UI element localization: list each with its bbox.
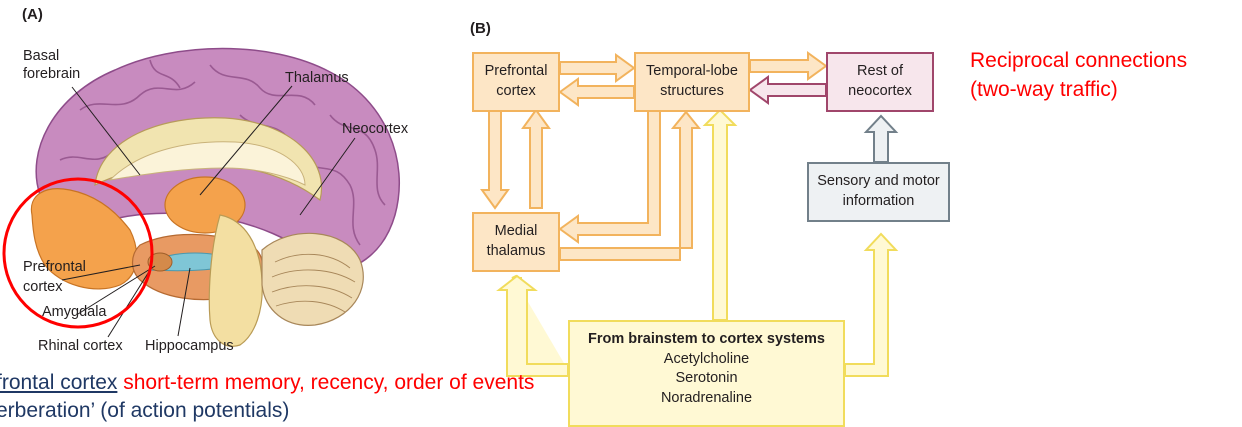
arrow-temporal-to-medial bbox=[558, 109, 661, 244]
box-sensory-line2: information bbox=[842, 193, 915, 209]
cerebellum-folia bbox=[271, 253, 356, 313]
arrow-prefrontal-to-temporal bbox=[559, 53, 636, 83]
yellow-arrows bbox=[496, 108, 899, 377]
gyri-lines bbox=[59, 59, 386, 246]
box-prefrontal-line1: Prefrontal bbox=[484, 63, 548, 80]
footer-line1: frontal cortex short-term memory, recenc… bbox=[0, 370, 534, 395]
footer-link-frontal-cortex[interactable]: frontal cortex bbox=[0, 371, 118, 394]
brain-illustration bbox=[2, 47, 400, 347]
annotation-line2: (two-way traffic) bbox=[970, 78, 1118, 101]
corpus-callosum bbox=[108, 141, 306, 186]
box-medial-thalamus: Medial thalamus bbox=[472, 212, 560, 272]
label-hippocampus: Hippocampus bbox=[145, 338, 234, 354]
arrow-temporal-to-rest bbox=[749, 51, 828, 81]
label-thalamus: Thalamus bbox=[285, 70, 349, 86]
arrow-temporal-to-prefrontal bbox=[558, 77, 635, 107]
arrow-medial-to-prefrontal bbox=[521, 108, 551, 209]
box-rest-line2: neocortex bbox=[848, 83, 912, 99]
box-temporal-lobe: Temporal-lobe structures bbox=[634, 52, 750, 112]
label-rhinal-cortex: Rhinal cortex bbox=[38, 338, 123, 354]
box-brainstem-title: From brainstem to cortex systems bbox=[588, 331, 825, 347]
brainstem-shape bbox=[208, 214, 263, 347]
label-prefrontal-2: cortex bbox=[23, 279, 63, 295]
orange-arrows bbox=[480, 53, 702, 261]
annotation-line1: Reciprocal connections bbox=[970, 49, 1188, 72]
label-basal-forebrain-2: forebrain bbox=[23, 66, 81, 82]
leader-lines bbox=[61, 85, 356, 338]
box-brainstem-item-2: Serotonin bbox=[675, 370, 738, 387]
panel-b-tag: (B) bbox=[470, 20, 491, 37]
panel-a-tag: (A) bbox=[22, 6, 43, 23]
box-rest-of-neocortex: Rest of neocortex bbox=[826, 52, 934, 112]
box-sensory-line1: Sensory and motor bbox=[817, 173, 940, 190]
box-temporal-line1: Temporal-lobe bbox=[646, 63, 738, 80]
box-temporal-line2: structures bbox=[660, 83, 724, 99]
box-sensory-motor: Sensory and motor information bbox=[807, 162, 950, 222]
label-neocortex: Neocortex bbox=[342, 121, 409, 137]
footer-line2: erberation’ (of action potentials) bbox=[0, 399, 290, 422]
label-basal-forebrain-1: Basal bbox=[23, 48, 60, 64]
box-medial-line1: Medial bbox=[494, 223, 538, 240]
mauve-arrows bbox=[748, 51, 828, 105]
grey-arrows bbox=[863, 114, 899, 163]
arrow-prefrontal-to-medial bbox=[480, 109, 510, 210]
box-brainstem-item-3: Noradrenaline bbox=[660, 389, 753, 406]
cerebellum-shape bbox=[261, 232, 364, 326]
footer-red-text: short-term memory, recency, order of eve… bbox=[117, 371, 535, 394]
arrow-brainstem-to-temporal bbox=[702, 108, 738, 321]
box-brainstem-item-1: Acetylcholine bbox=[663, 350, 750, 367]
arrow-medial-to-temporal bbox=[559, 110, 702, 261]
label-amygdala: Amygdala bbox=[42, 304, 107, 320]
box-prefrontal-line2: cortex bbox=[496, 83, 536, 99]
arrow-sensory-to-rest bbox=[863, 114, 899, 163]
box-prefrontal-cortex: Prefrontal cortex bbox=[472, 52, 560, 112]
arrow-brainstem-to-sensory bbox=[844, 232, 899, 377]
box-brainstem-systems: From brainstem to cortex systems Acetylc… bbox=[568, 320, 845, 427]
label-prefrontal-1: Prefrontal bbox=[23, 259, 86, 275]
arrow-rest-to-temporal bbox=[748, 75, 827, 105]
box-rest-line1: Rest of bbox=[857, 63, 903, 80]
prefrontal-highlight-circle bbox=[2, 177, 154, 329]
box-medial-line2: thalamus bbox=[486, 243, 546, 259]
